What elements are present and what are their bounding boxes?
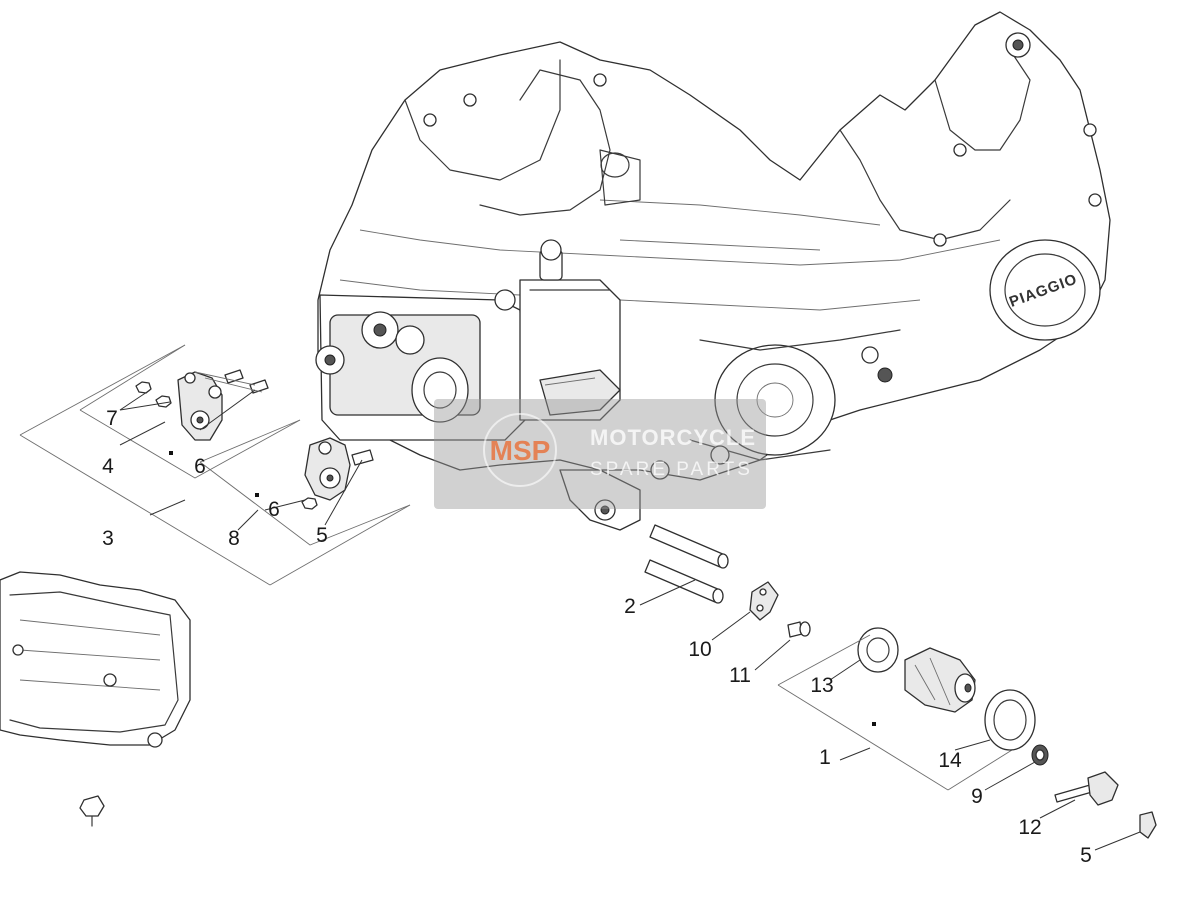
callout-5: 6 [194,455,206,478]
callout-5: 5 [316,524,328,547]
callout-1: 1 [819,746,831,769]
callout-10: 10 [688,638,711,661]
valve-cover [0,571,191,827]
callout-labels: 7 4 6 6 3 8 5 2 10 11 13 1 14 9 12 5 [102,407,1092,867]
callout-6: 6 [268,498,280,521]
callout-4: 4 [102,455,114,478]
callout-14: 14 [938,749,962,772]
pins [644,524,729,604]
engine-assembly: PIAGGIO [315,11,1111,531]
watermark-logo: MSP [490,435,551,466]
callout-2: 2 [624,595,636,618]
watermark-line-2: SPARE PARTS [590,459,753,480]
callout-12: 12 [1018,816,1041,839]
callout-leaders [119,389,1141,851]
callout-3: 3 [102,527,114,550]
callout-13: 13 [810,674,833,697]
watermark: MSP MOTORCYCLE SPARE PARTS [434,399,766,509]
callout-7: 8 [228,527,240,550]
callout-9: 5 [1080,844,1092,867]
rocker-group [19,344,411,586]
callout-6: 7 [106,407,118,430]
callout-8: 9 [971,785,983,808]
camshaft-group [749,581,1157,839]
callout-11: 11 [729,664,751,687]
watermark-line-1: MOTORCYCLE [590,425,756,450]
